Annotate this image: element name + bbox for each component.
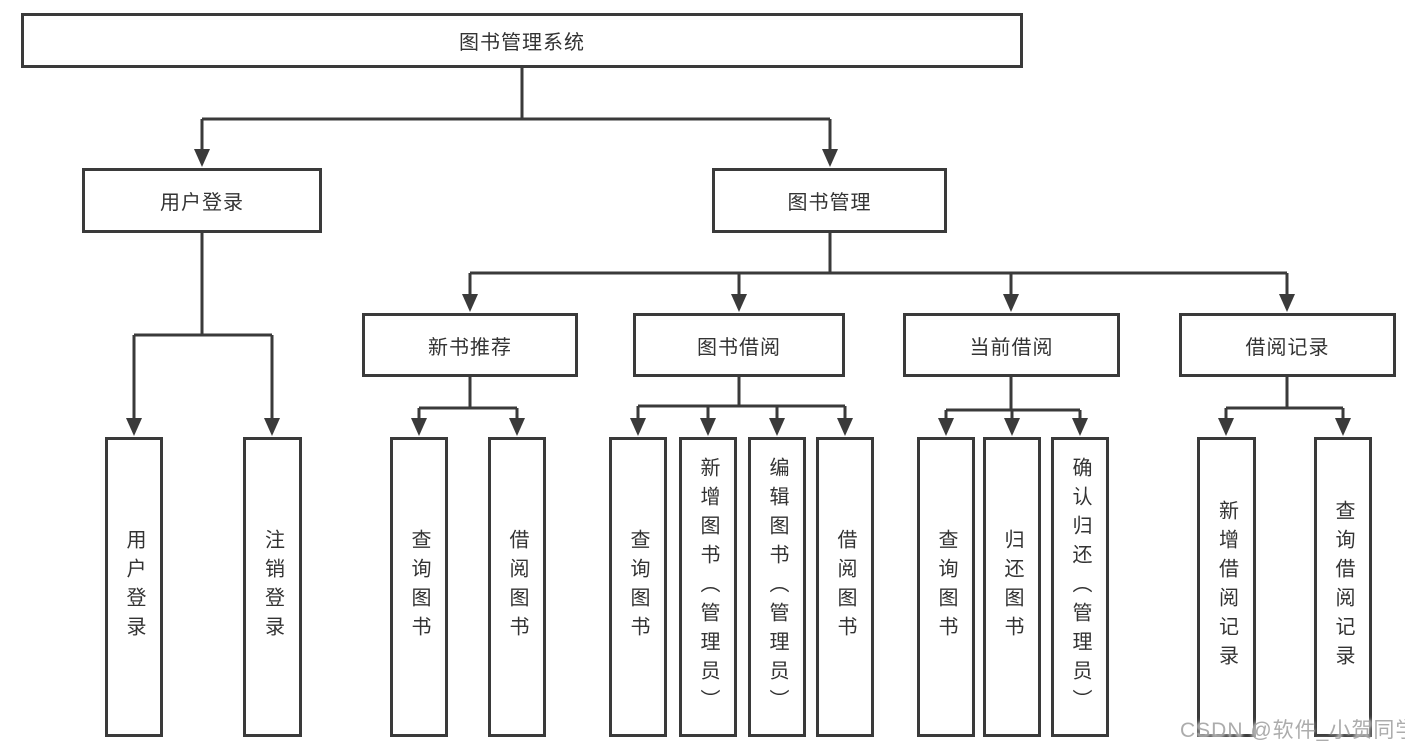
leaf-return-books: 归还图书 (983, 437, 1041, 737)
leaf-recommend-query-books-label: 查询图书 (408, 529, 430, 645)
leaf-edit-books-admin-label: 编辑图书（管理员） (766, 456, 788, 718)
leaf-return-books-label: 归还图书 (1001, 529, 1023, 645)
leaf-logout-label: 注销登录 (261, 529, 284, 645)
node-book-management-label: 图书管理 (787, 192, 872, 214)
node-current-borrowing-label: 当前借阅 (969, 336, 1054, 359)
leaf-confirm-return-admin: 确认归还（管理员） (1051, 437, 1109, 737)
leaf-borrow-books-label: 借阅图书 (834, 529, 856, 645)
leaf-add-borrow-record: 新增借阅记录 (1197, 437, 1256, 737)
leaf-add-borrow-record-label: 新增借阅记录 (1215, 500, 1238, 674)
leaf-user-login: 用户登录 (105, 437, 163, 737)
leaf-recommend-borrow-books-label: 借阅图书 (506, 529, 528, 645)
leaf-current-query-books: 查询图书 (917, 437, 975, 737)
leaf-borrow-books: 借阅图书 (816, 437, 874, 737)
node-current-borrowing: 当前借阅 (903, 313, 1120, 377)
node-library-management-system-label: 图书管理系统 (459, 32, 585, 54)
leaf-borrow-query-books: 查询图书 (609, 437, 667, 737)
node-user-login: 用户登录 (82, 168, 322, 233)
node-user-login-label: 用户登录 (160, 192, 244, 214)
leaf-user-login-label: 用户登录 (123, 529, 145, 645)
node-new-book-recommendation: 新书推荐 (362, 313, 578, 377)
leaf-recommend-query-books: 查询图书 (390, 437, 448, 737)
node-borrowing-records-label: 借阅记录 (1245, 336, 1330, 359)
leaf-borrow-query-books-label: 查询图书 (627, 529, 649, 645)
leaf-add-books-admin-label: 新增图书（管理员） (697, 456, 719, 718)
leaf-logout: 注销登录 (243, 437, 302, 737)
node-library-management-system: 图书管理系统 (21, 13, 1023, 68)
leaf-edit-books-admin: 编辑图书（管理员） (748, 437, 806, 737)
leaf-current-query-books-label: 查询图书 (935, 529, 957, 645)
leaf-add-books-admin: 新增图书（管理员） (679, 437, 737, 737)
leaf-query-borrow-record-label: 查询借阅记录 (1332, 500, 1354, 674)
leaf-query-borrow-record: 查询借阅记录 (1314, 437, 1372, 737)
leaf-recommend-borrow-books: 借阅图书 (488, 437, 546, 737)
node-new-book-recommendation-label: 新书推荐 (428, 336, 512, 359)
node-book-borrowing-label: 图书借阅 (697, 336, 781, 359)
node-borrowing-records: 借阅记录 (1179, 313, 1396, 377)
leaf-confirm-return-admin-label: 确认归还（管理员） (1069, 456, 1091, 718)
csdn-watermark: CSDN @软件_小贺同学 (1180, 719, 1405, 742)
node-book-management: 图书管理 (712, 168, 947, 233)
node-book-borrowing: 图书借阅 (633, 313, 845, 377)
